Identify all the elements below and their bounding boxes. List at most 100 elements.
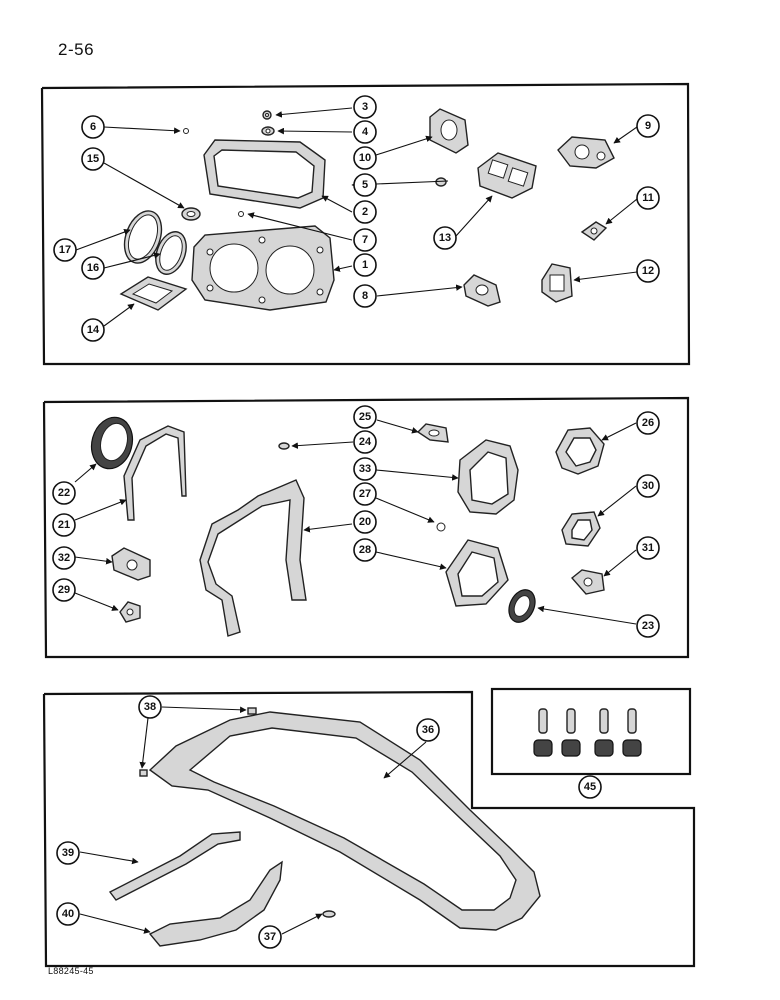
- svg-text:27: 27: [359, 488, 371, 500]
- callout-14: 14: [81, 318, 105, 342]
- callout-23: 23: [636, 614, 660, 638]
- o-ring-6: [183, 128, 189, 134]
- valve-stem-seals-45: [533, 708, 642, 757]
- callout-39: 39: [56, 841, 80, 865]
- rocker-cover-gasket: [203, 139, 326, 209]
- gasket-21: [123, 425, 187, 521]
- callout-32: 32: [52, 546, 76, 570]
- svg-text:21: 21: [58, 519, 70, 531]
- svg-text:9: 9: [645, 120, 651, 132]
- svg-text:8: 8: [362, 290, 368, 302]
- svg-text:11: 11: [642, 192, 654, 204]
- callout-17: 17: [53, 238, 77, 262]
- oil-pan-gasket-36: [148, 711, 541, 931]
- seal-37: [322, 910, 336, 918]
- callouts: 1 2 3 4 5 6 7 8 9 10 11 12 13 14 15 16 1…: [52, 95, 660, 949]
- callout-38: 38: [138, 695, 162, 719]
- callout-30: 30: [636, 474, 660, 498]
- callout-45: 45: [578, 775, 602, 799]
- bottom-panel: [42, 687, 696, 968]
- middle-panel-border: [42, 396, 690, 659]
- callout-21: 21: [52, 513, 76, 537]
- gasket-28: [445, 539, 509, 607]
- svg-text:37: 37: [264, 931, 276, 943]
- callout-26: 26: [636, 411, 660, 435]
- svg-text:14: 14: [87, 324, 100, 336]
- bottom-panel-border: [42, 690, 696, 968]
- callout-5: 5: [353, 173, 377, 197]
- seal-38b: [139, 769, 148, 777]
- gasket-30: [561, 511, 601, 547]
- top-panel: [40, 82, 691, 366]
- callout-33: 33: [353, 457, 377, 481]
- figure-code: L88245-45: [48, 966, 94, 976]
- svg-text:26: 26: [642, 417, 654, 429]
- svg-text:15: 15: [87, 153, 99, 165]
- svg-text:2: 2: [362, 206, 368, 218]
- svg-text:25: 25: [359, 411, 371, 423]
- callout-24: 24: [353, 430, 377, 454]
- callout-25: 25: [353, 405, 377, 429]
- callout-7: 7: [353, 228, 377, 252]
- svg-text:32: 32: [58, 552, 70, 564]
- o-ring-7: [238, 211, 244, 217]
- svg-text:36: 36: [422, 724, 434, 736]
- seal-5: [435, 177, 447, 187]
- callout-31: 31: [636, 536, 660, 560]
- gasket-40: [148, 860, 283, 947]
- svg-text:3: 3: [362, 101, 368, 113]
- callout-6: 6: [81, 115, 105, 139]
- page-number: 2-56: [58, 40, 95, 59]
- callout-9: 9: [636, 114, 660, 138]
- callout-22: 22: [52, 481, 76, 505]
- svg-text:39: 39: [62, 847, 74, 859]
- callout-12: 12: [636, 259, 660, 283]
- callout-10: 10: [353, 146, 377, 170]
- callout-4: 4: [353, 120, 377, 144]
- gasket-39: [108, 831, 241, 901]
- callout-13: 13: [433, 226, 457, 250]
- gasket-26: [555, 427, 605, 475]
- callout-36: 36: [416, 718, 440, 742]
- callout-27: 27: [353, 482, 377, 506]
- callout-29: 29: [52, 578, 76, 602]
- svg-text:40: 40: [62, 908, 74, 920]
- svg-text:22: 22: [58, 487, 70, 499]
- svg-text:45: 45: [584, 781, 596, 793]
- svg-text:10: 10: [359, 152, 371, 164]
- svg-text:4: 4: [362, 126, 369, 138]
- callout-11: 11: [636, 186, 660, 210]
- gasket-33: [457, 439, 519, 515]
- callout-1: 1: [353, 253, 377, 277]
- callout-37: 37: [258, 925, 282, 949]
- callout-16: 16: [81, 256, 105, 280]
- svg-text:31: 31: [642, 542, 654, 554]
- timing-cover-gasket-20: [199, 479, 307, 637]
- callout-15: 15: [81, 147, 105, 171]
- callout-2: 2: [353, 200, 377, 224]
- svg-text:17: 17: [59, 244, 71, 256]
- svg-text:12: 12: [642, 265, 654, 277]
- callout-28: 28: [353, 538, 377, 562]
- top-panel-border: [40, 82, 691, 366]
- svg-text:13: 13: [439, 232, 451, 244]
- cylinder-head-gasket: [191, 225, 335, 311]
- callout-40: 40: [56, 902, 80, 926]
- middle-panel: [42, 396, 690, 659]
- svg-text:5: 5: [362, 179, 368, 191]
- svg-text:20: 20: [359, 516, 371, 528]
- callout-3: 3: [353, 95, 377, 119]
- svg-text:29: 29: [58, 584, 70, 596]
- svg-text:28: 28: [359, 544, 371, 556]
- svg-text:30: 30: [642, 480, 654, 492]
- svg-text:23: 23: [642, 620, 654, 632]
- svg-text:16: 16: [87, 262, 99, 274]
- seal-24: [278, 442, 290, 450]
- svg-text:33: 33: [359, 463, 371, 475]
- svg-text:1: 1: [362, 259, 368, 271]
- seal-38a: [247, 707, 257, 715]
- svg-text:24: 24: [359, 436, 372, 448]
- svg-text:7: 7: [362, 234, 368, 246]
- callout-8: 8: [353, 284, 377, 308]
